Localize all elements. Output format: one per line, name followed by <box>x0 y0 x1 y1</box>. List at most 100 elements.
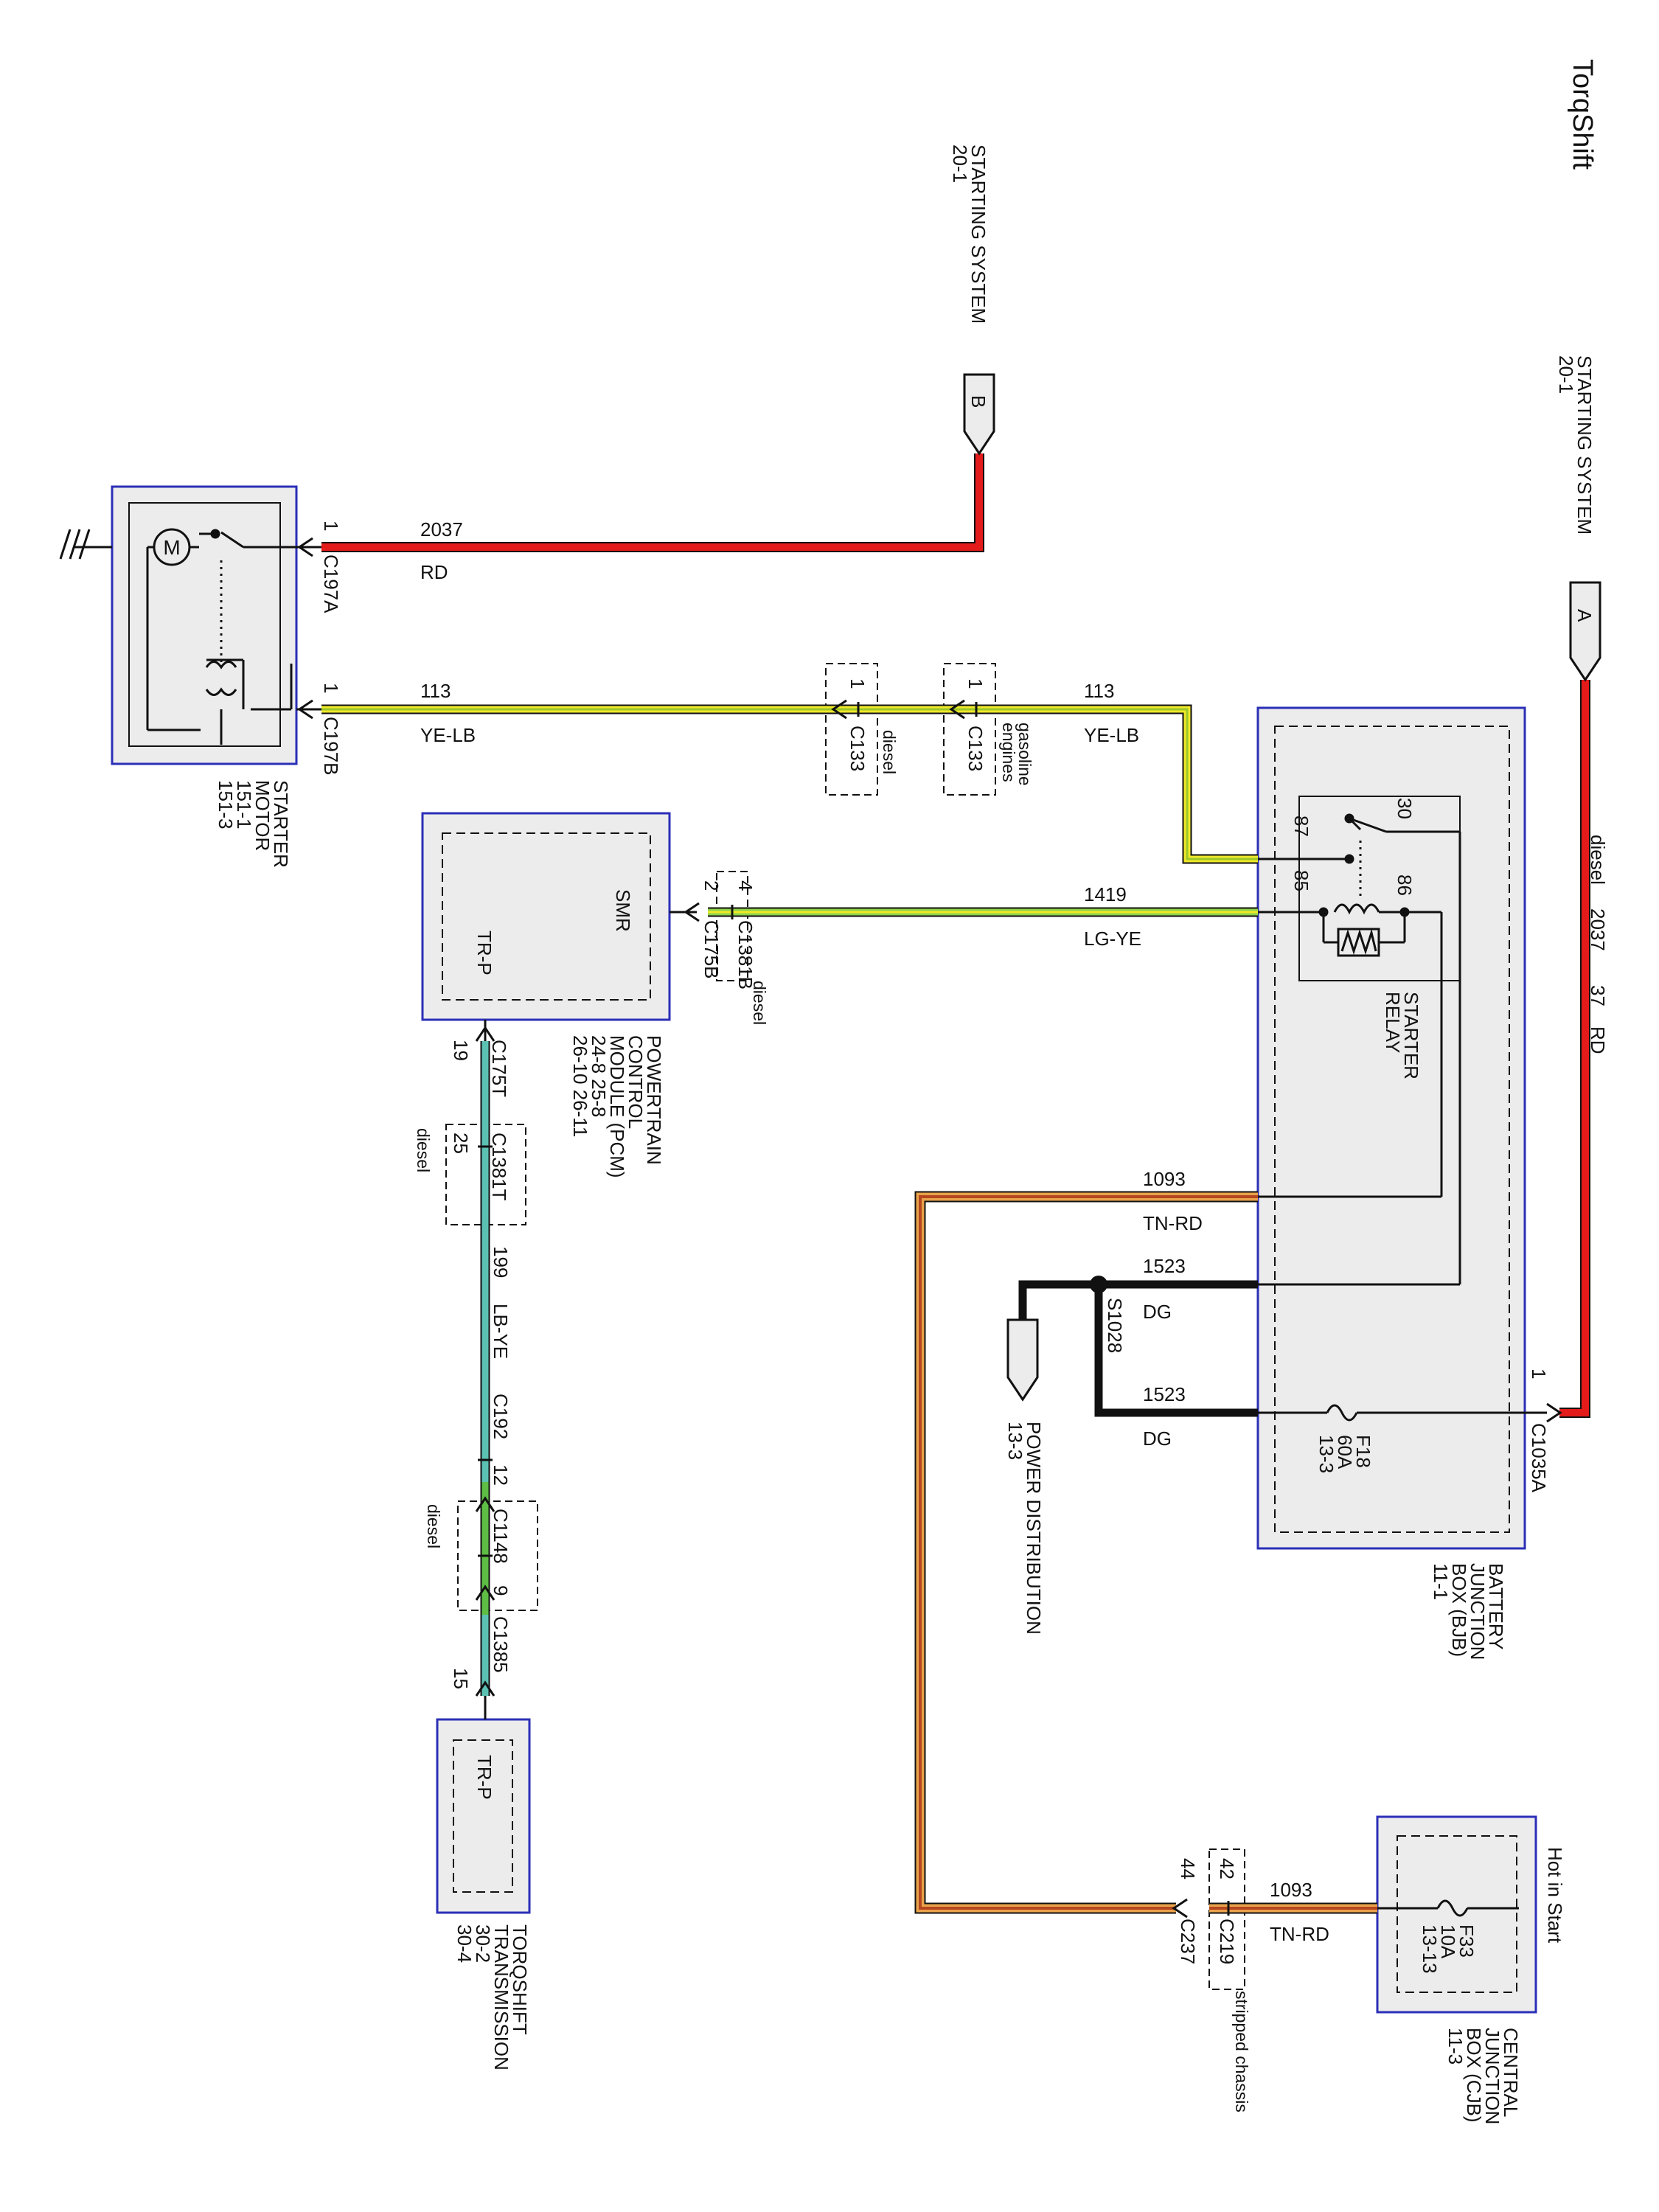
cjb-name-2: JUNCTION <box>1481 2028 1503 2124</box>
pcm-box <box>421 812 671 1021</box>
ref-flag-power <box>1006 1318 1039 1402</box>
wire-113-color-a: YE-LB <box>420 724 476 746</box>
torqshift-transmission-box <box>436 1718 531 1914</box>
wire-1093 <box>914 1191 1377 1914</box>
fuse-f33-page: 13-13 <box>1419 1924 1441 1974</box>
wire-113-circuit-a: 113 <box>420 680 451 702</box>
trans-pin-trp: TR-P <box>473 1755 495 1800</box>
cjb-name-1: CENTRAL <box>1500 2028 1522 2117</box>
wire-1093-color-b: TN-RD <box>1270 1923 1329 1945</box>
c133-gas-note-1: gasoline <box>1015 723 1034 786</box>
c197b-name: C197B <box>320 717 342 776</box>
wire-1419-color: LG-YE <box>1084 928 1141 950</box>
c219-pin: 42 <box>1216 1858 1238 1879</box>
starter-motor-name-1: STARTER <box>270 780 292 868</box>
pcm-name-2: CONTROL <box>625 1035 647 1129</box>
fuse-f18-name: F18 <box>1352 1435 1374 1468</box>
c192-name: C192 <box>490 1394 512 1439</box>
fuse-f33 <box>1377 1899 1519 1917</box>
c1385-name: C1385 <box>490 1616 512 1673</box>
c175t-pin: 19 <box>450 1040 472 1061</box>
c1381b-note: diesel <box>750 981 769 1025</box>
c175t-name: C175T <box>488 1040 510 1097</box>
c133-gas-pin: 1 <box>964 678 987 689</box>
c197b-pin: 1 <box>320 683 342 693</box>
cjb-name-3: BOX (CJB) <box>1463 2028 1485 2123</box>
c219-note: stripped chassis <box>1232 1991 1251 2112</box>
connector-ticks <box>478 702 1230 1916</box>
wire-2037 <box>321 453 984 552</box>
wire-2037-color: RD <box>420 561 448 583</box>
bjb-name-1: BATTERY <box>1485 1563 1507 1650</box>
c1148-note: diesel <box>424 1504 443 1548</box>
trans-page-2: 30-4 <box>453 1924 476 1963</box>
starter-relay <box>1258 813 1461 1286</box>
fuse-f18-page: 13-3 <box>1315 1435 1338 1473</box>
fuse-f18 <box>1258 1404 1547 1422</box>
c1381b-pin: 4 <box>734 880 757 891</box>
splice-s1028 <box>1090 1276 1107 1293</box>
starter-relay-label-1: STARTER <box>1400 992 1422 1079</box>
wire-1523-circuit-b: 1523 <box>1143 1383 1186 1405</box>
wire-113 <box>321 704 1258 864</box>
bjb-feed-circuit: 2037 <box>1587 908 1609 951</box>
wire-1093-circuit-b: 1093 <box>1270 1879 1312 1901</box>
fuse-f33-amp: 10A <box>1437 1924 1459 1959</box>
wire-199-color: LB-YE <box>490 1304 512 1359</box>
power-distribution-page: 13-3 <box>1004 1422 1026 1460</box>
relay-pin-87: 87 <box>1290 815 1312 837</box>
bjb-name-3: BOX (BJB) <box>1448 1563 1470 1657</box>
wire-199-circuit: 199 <box>490 1246 512 1278</box>
fuse-f33-name: F33 <box>1455 1924 1478 1958</box>
starter-motor-name-2: MOTOR <box>251 780 274 851</box>
wire-2037-circuit: 2037 <box>420 518 463 540</box>
wire-113-color-b: YE-LB <box>1084 724 1139 746</box>
c192-pin: 12 <box>490 1464 512 1486</box>
pcm-pin-trp: TR-P <box>473 931 495 975</box>
ref-b-label: STARTING SYSTEM <box>967 145 990 324</box>
trans-name-2: TRANSMISSION <box>490 1924 512 2070</box>
motor-symbol: M <box>163 536 180 559</box>
c133-diesel-name: C133 <box>846 726 869 771</box>
starter-motor-internals <box>59 528 299 745</box>
wire-1523-color-b: DG <box>1143 1427 1172 1450</box>
bjb-feed-pin: 37 <box>1587 985 1609 1006</box>
ref-b-page: 20-1 <box>949 145 971 183</box>
c1381b-name: C1381B <box>734 920 757 990</box>
relay-pin-30: 30 <box>1394 798 1416 819</box>
c237-pin: 44 <box>1177 1858 1199 1879</box>
c197a-name: C197A <box>320 554 342 613</box>
c1148-pin: 9 <box>490 1585 512 1596</box>
cjb-page: 11-3 <box>1444 2028 1467 2065</box>
fuse-f18-amp: 60A <box>1334 1435 1356 1470</box>
c1381t-name: C1381T <box>488 1133 510 1201</box>
starter-motor-page-1: 151-1 <box>233 780 255 830</box>
ref-a-letter: A <box>1573 609 1596 622</box>
wire-1093-color-a: TN-RD <box>1143 1212 1203 1234</box>
relay-pin-85: 85 <box>1290 870 1312 891</box>
pcm-name-1: POWERTRAIN <box>643 1035 665 1165</box>
c1148-name: C1148 <box>490 1509 512 1564</box>
page-title: TorqShift <box>1567 59 1598 170</box>
wire-1419-circuit: 1419 <box>1084 883 1127 905</box>
c175b-name: C175B <box>700 920 723 979</box>
bjb-page: 11-1 <box>1430 1563 1452 1600</box>
pcm-name-3: MODULE (PCM) <box>606 1035 628 1178</box>
starter-relay-label-2: RELAY <box>1382 992 1404 1053</box>
trans-page-1: 30-2 <box>472 1924 494 1963</box>
c1035a-name: C1035A <box>1528 1423 1550 1493</box>
relay-pin-86: 86 <box>1394 874 1416 896</box>
wire-113-circuit-b: 113 <box>1084 680 1114 702</box>
pcm-pages-2: 26-10 26-11 <box>569 1035 591 1137</box>
starter-motor-box <box>111 485 298 765</box>
c133-gas-note-2: engines <box>999 723 1018 782</box>
c237-name: C237 <box>1177 1919 1199 1964</box>
ref-flag-a <box>1569 581 1601 682</box>
ref-a-page: 20-1 <box>1555 355 1577 394</box>
power-distribution-label: POWER DISTRIBUTION <box>1023 1422 1045 1635</box>
c133-diesel-note: diesel <box>880 730 899 774</box>
starter-motor-page-2: 151-3 <box>215 780 237 830</box>
c133-diesel-pin: 1 <box>846 678 869 689</box>
c197a-pin: 1 <box>320 521 342 531</box>
